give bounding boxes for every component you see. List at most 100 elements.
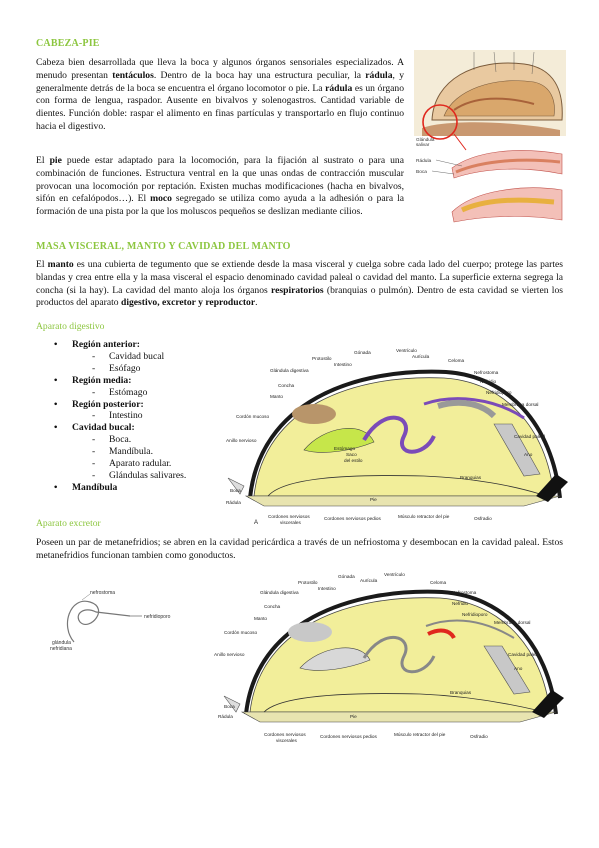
shell-arc (244, 589, 558, 715)
label-celoma: Celoma (430, 580, 447, 585)
bold-term: tentáculos (112, 69, 154, 81)
bold-term: rádula (365, 69, 393, 81)
list-item-label: Cavidad bucal: (72, 422, 135, 434)
bold-term: respiratorios (271, 284, 324, 296)
intestine-rectum (425, 619, 515, 639)
label-glandula-digestiva: Glándula digestiva (260, 590, 299, 595)
leader-nefrostoma (81, 593, 91, 601)
label-celoma: Celoma (448, 358, 465, 363)
label-radula: Rádula (226, 500, 241, 505)
label-cordon-mucoso: Cordón mucoso (236, 414, 269, 419)
label-nefrostoma: nefrostoma (90, 590, 115, 596)
label-ano: Ano (514, 666, 523, 671)
nephridium-tube (66, 600, 131, 643)
intestine-rectum (423, 397, 525, 420)
label-intestino: Intestino (334, 362, 352, 367)
list-item: Cavidad bucal: Boca. Mandíbula. Aparato … (54, 422, 224, 482)
paragraph-pie: El pie puede estar adaptado para la loco… (36, 155, 404, 219)
list-item: Mandíbula (54, 482, 224, 494)
list-item: Región media: Estómago (54, 375, 224, 399)
intestine-coil (362, 415, 436, 454)
heading-masa-visceral: MASA VISCERAL, MANTO Y CAVIDAD DEL MANTO (36, 241, 291, 252)
label-musculo-retractor: Músculo retractor del pie (394, 732, 446, 737)
head-radula-figure: Glándula salivar Rádula Boca (414, 50, 566, 223)
label-auricula: Aurícula (412, 354, 430, 359)
text-run: El (36, 155, 50, 166)
label-viscerales: viscerales (276, 738, 297, 743)
label-pie: Pie (350, 714, 357, 719)
label-radula: Rádula (218, 714, 233, 719)
label-cordones-pedios: Cordones nerviosos pedios (320, 734, 377, 739)
label-nefrostoma: Nefrostoma (474, 370, 499, 375)
label-saco: Saco (346, 452, 357, 457)
mollusc-anatomy-figure-a: Gónada Ventrículo Aurícula Protostilo In… (226, 348, 568, 526)
sublist-item: Boca. (92, 434, 224, 446)
label-estilo: del estilo (344, 458, 363, 463)
list-item-label: Región media: (72, 374, 132, 386)
label-pie: Pie (370, 497, 377, 502)
sublist-item: Mandíbula. (92, 446, 224, 458)
list-item-label: Mandíbula (72, 481, 118, 493)
gill (483, 645, 531, 695)
label-salivar: salivar (416, 142, 430, 147)
label-nefridio: Nefridio (452, 601, 469, 606)
label-protostilo: Protostilo (298, 580, 318, 585)
sublist-item: Esófago (92, 363, 224, 375)
text-run: Cabeza bien desarrollada que lleva la bo… (36, 57, 404, 81)
nephridium-red (427, 628, 456, 640)
bold-term: moco (150, 193, 172, 205)
label-ventriculo: Ventrículo (384, 572, 405, 577)
label-nefridioporo: Nefridioporo (486, 390, 512, 395)
label-osfradio: Osfradio (474, 516, 492, 521)
text-run: . Dentro de la boca hay una estructura p… (153, 69, 366, 81)
mollusc-anatomy-figure-b: Gónada Ventrículo Aurícula Protostilo In… (214, 572, 564, 743)
mouth-radula-shape (223, 695, 241, 713)
label-gonada: Gónada (354, 350, 371, 355)
label-nefridioporo: nefridioporo (144, 614, 171, 620)
label-nefridiana: nefridiana (50, 646, 72, 652)
label-membrana-dorsal: Membrana dorsal (502, 402, 538, 407)
label-nefrostoma: Nefrostoma (452, 590, 477, 595)
list-item-label: Región anterior: (72, 339, 140, 350)
digestive-list: Región anterior: Cavidad bucal Esófago R… (54, 339, 224, 494)
leader-boca (431, 170, 455, 175)
label-boca: Boca (224, 704, 235, 709)
highlight-connector (453, 133, 467, 151)
head-section-shape (451, 150, 563, 179)
label-estomago: Estómago (334, 446, 355, 451)
text-run: Poseen un par de metanefridios; se abren… (36, 537, 563, 561)
stomach-shape (303, 428, 375, 453)
foot-shape (244, 495, 561, 507)
label-nefridio: Nefridio (480, 379, 497, 384)
head-section-shape-2 (451, 187, 563, 223)
bold-term: rádula (325, 82, 353, 94)
heading-cabeza-pie: CABEZA-PIE (36, 38, 100, 49)
pedal-nerve-cord (263, 693, 537, 713)
text-run: puede estar adaptado para la locomoción,… (36, 155, 404, 205)
bold-term: pie (49, 155, 62, 166)
label-branquias: Branquias (450, 690, 472, 695)
shell-arc (248, 369, 562, 499)
sublist-item: Estómago (92, 387, 224, 399)
nephridium-figure: nefrostoma nefridioporo glándula nefridi… (50, 590, 171, 652)
label-protostilo: Protostilo (312, 356, 332, 361)
leader-radula (435, 159, 463, 167)
paragraph-manto: El manto es una cubierta de tegumento qu… (36, 259, 563, 310)
heading-aparato-excretor: Aparato excretor (36, 518, 101, 529)
label-glandula: Glándula (416, 137, 435, 142)
label-cordones-viscerales: Cordones nerviosos (264, 732, 306, 737)
digestive-gland (292, 404, 336, 424)
text-run: es un órgano con forma de lengua, raspad… (36, 82, 404, 132)
label-auricula: Aurícula (360, 578, 378, 583)
label-osfradio: Osfradio (470, 734, 488, 739)
label-membrana-dorsal: Membrana dorsal (494, 620, 530, 625)
list-item-label: Región posterior: (72, 398, 144, 410)
bold-term: digestivo, excretor y reproductor (120, 297, 256, 309)
paragraph-cabeza: Cabeza bien desarrollada que lleva la bo… (36, 57, 404, 134)
pedal-nerve-cord (267, 475, 541, 497)
label-ano: Ano (524, 452, 533, 457)
bold-term: manto (47, 259, 74, 270)
radula-extended (460, 197, 555, 213)
digestive-gland (288, 622, 332, 642)
